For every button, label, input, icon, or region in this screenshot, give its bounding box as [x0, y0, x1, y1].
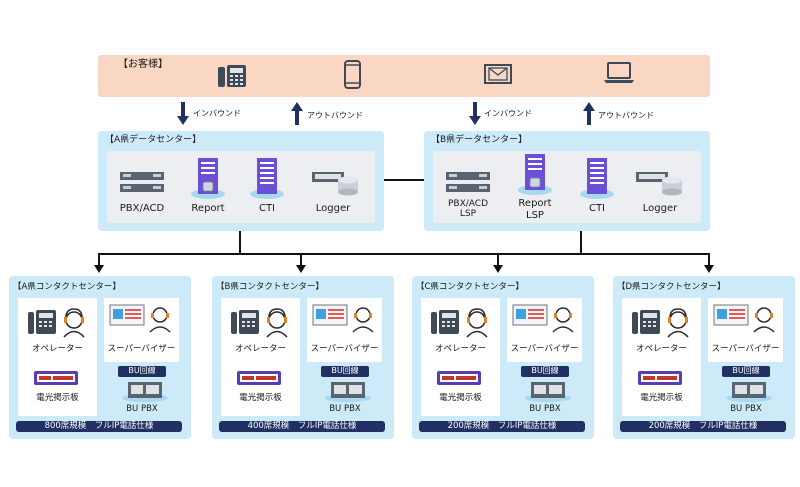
logger-label: Logger — [315, 203, 351, 214]
datacenter-a-title: 【A県データセンター】 — [105, 135, 202, 145]
bu-pbx-icon — [122, 382, 168, 402]
outbound-label-b: アウトバウンド — [598, 111, 654, 120]
report-lsp-label: Report — [518, 198, 552, 209]
contact-center-d-title: 【D県コンタクトセンター】 — [617, 282, 726, 292]
electric-board-icon — [437, 371, 481, 385]
pbx-server-icon — [120, 172, 164, 192]
supervisor-icon — [713, 304, 775, 333]
cti-label-b: CTI — [588, 203, 606, 214]
distribution-bus-line — [98, 253, 710, 255]
board-label: 電光掲示板 — [36, 393, 79, 403]
laptop-icon — [604, 62, 634, 83]
bu-pbx-label: BU PBX — [329, 404, 361, 414]
electric-board-icon — [34, 371, 78, 385]
logger-label-b: Logger — [642, 203, 678, 214]
operator-label: オペレーター — [31, 344, 83, 354]
bu-line-badge: BU回線 — [321, 366, 369, 377]
dc-link-line — [384, 179, 424, 181]
spec-bar: 200席規模 フルIP電話仕様 — [419, 421, 585, 432]
operator-icon — [632, 308, 689, 338]
customer-title: 【お客様】 — [118, 59, 168, 70]
pbx-label: PBX/ACD — [119, 203, 165, 214]
bu-pbx-icon — [525, 382, 571, 402]
inbound-label-a: インバウンド — [193, 109, 241, 118]
spec-bar: 200席規模 フルIP電話仕様 — [620, 421, 786, 432]
operator-icon — [431, 308, 488, 338]
operator-label: オペレーター — [635, 344, 687, 354]
smartphone-icon — [344, 60, 361, 89]
bu-line-badge: BU回線 — [118, 366, 166, 377]
bu-pbx-label: BU PBX — [730, 404, 762, 414]
report-server-icon — [191, 158, 225, 199]
electric-board-icon — [638, 371, 682, 385]
supervisor-label: スーパーバイザー — [510, 344, 579, 354]
dc-a-down-line — [239, 230, 241, 254]
pbx-lsp-label: PBX/ACD — [447, 199, 488, 209]
operator-icon — [231, 308, 288, 338]
logger-icon — [312, 172, 358, 196]
logger-icon — [636, 172, 682, 196]
board-label: 電光掲示板 — [640, 393, 683, 403]
board-label: 電光掲示板 — [239, 393, 282, 403]
report-server-icon — [518, 154, 552, 195]
outbound-arrow-icon — [583, 102, 595, 125]
dc-b-down-line — [580, 230, 582, 254]
datacenter-b-title: 【B県データセンター】 — [431, 135, 528, 145]
bu-pbx-label: BU PBX — [126, 404, 158, 414]
report-label: Report — [191, 203, 225, 214]
email-icon — [484, 64, 512, 84]
outbound-arrow-icon — [291, 102, 303, 125]
desk-phone-icon — [218, 65, 246, 87]
inbound-label-b: インバウンド — [484, 109, 532, 118]
bu-pbx-icon — [726, 382, 772, 402]
electric-board-icon — [237, 371, 281, 385]
contact-center-a-title: 【A県コンタクトセンター】 — [13, 282, 121, 292]
center-arrows — [94, 253, 714, 273]
report-lsp-label2: LSP — [526, 210, 544, 221]
inbound-arrow-icon — [469, 102, 481, 125]
supervisor-label: スーパーバイザー — [107, 344, 176, 354]
spec-bar: 400席規模 フルIP電話仕様 — [219, 421, 385, 432]
supervisor-icon — [312, 304, 374, 333]
pbx-server-icon — [446, 172, 490, 192]
board-label: 電光掲示板 — [439, 393, 482, 403]
cti-server-icon — [580, 158, 614, 199]
contact-center-b-title: 【B県コンタクトセンター】 — [216, 282, 324, 292]
operator-label: オペレーター — [434, 344, 486, 354]
bu-pbx-icon — [325, 382, 371, 402]
bu-line-badge: BU回線 — [722, 366, 770, 377]
inbound-arrow-icon — [177, 102, 189, 125]
outbound-label-a: アウトバウンド — [307, 111, 363, 120]
supervisor-icon — [109, 304, 171, 333]
supervisor-label: スーパーバイザー — [711, 344, 780, 354]
operator-icon — [28, 308, 85, 338]
contact-center-c-title: 【C県コンタクトセンター】 — [416, 282, 524, 292]
pbx-lsp-label2: LSP — [459, 209, 477, 219]
cti-label: CTI — [258, 203, 276, 214]
operator-label: オペレーター — [234, 344, 286, 354]
bu-pbx-label: BU PBX — [529, 404, 561, 414]
bu-line-badge: BU回線 — [521, 366, 569, 377]
supervisor-label: スーパーバイザー — [310, 344, 379, 354]
supervisor-icon — [512, 304, 574, 333]
spec-bar: 800席規模 フルIP電話仕様 — [16, 421, 182, 432]
cti-server-icon — [250, 158, 284, 199]
